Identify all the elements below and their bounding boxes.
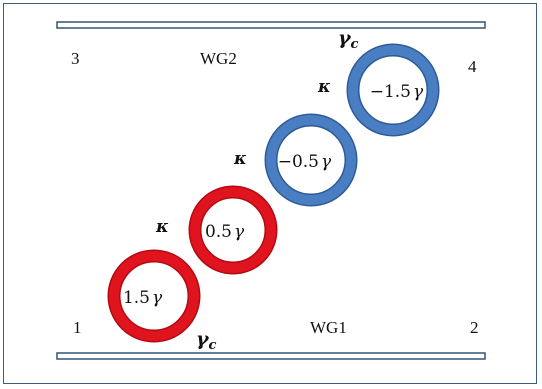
ring-4-symbol: γ bbox=[413, 82, 424, 102]
ring-3: −0.5 γ bbox=[264, 113, 358, 207]
ring-2-symbol: γ bbox=[234, 222, 245, 242]
ring-4: −1.5 γ bbox=[346, 43, 440, 137]
kappa-label-1: κ bbox=[155, 217, 169, 237]
kappa-label-3: κ bbox=[317, 77, 331, 97]
port-3-label: 3 bbox=[71, 49, 80, 68]
ring-2-value: 0.5 bbox=[205, 222, 232, 242]
diagram-frame bbox=[3, 3, 537, 384]
port-2-label: 2 bbox=[470, 318, 479, 337]
waveguide-bottom bbox=[56, 352, 486, 360]
gamma-c-top-label: γc bbox=[338, 27, 359, 52]
gamma-c-bottom-label: γc bbox=[196, 328, 217, 353]
ring-1-symbol: γ bbox=[152, 288, 163, 308]
waveguide-top-label: WG2 bbox=[200, 49, 237, 68]
ring-3-symbol: γ bbox=[321, 152, 332, 172]
ring-3-value: −0.5 bbox=[278, 152, 319, 172]
port-1-label: 1 bbox=[73, 318, 82, 337]
ring-1: 1.5 γ bbox=[107, 249, 201, 343]
waveguide-bottom-label: WG1 bbox=[310, 318, 347, 337]
ring-1-value: 1.5 bbox=[123, 288, 150, 308]
kappa-label-2: κ bbox=[233, 149, 247, 169]
ring-2: 0.5 γ bbox=[188, 185, 278, 275]
ring-4-value: −1.5 bbox=[370, 82, 411, 102]
waveguide-top bbox=[56, 21, 486, 29]
port-4-label: 4 bbox=[468, 57, 477, 76]
